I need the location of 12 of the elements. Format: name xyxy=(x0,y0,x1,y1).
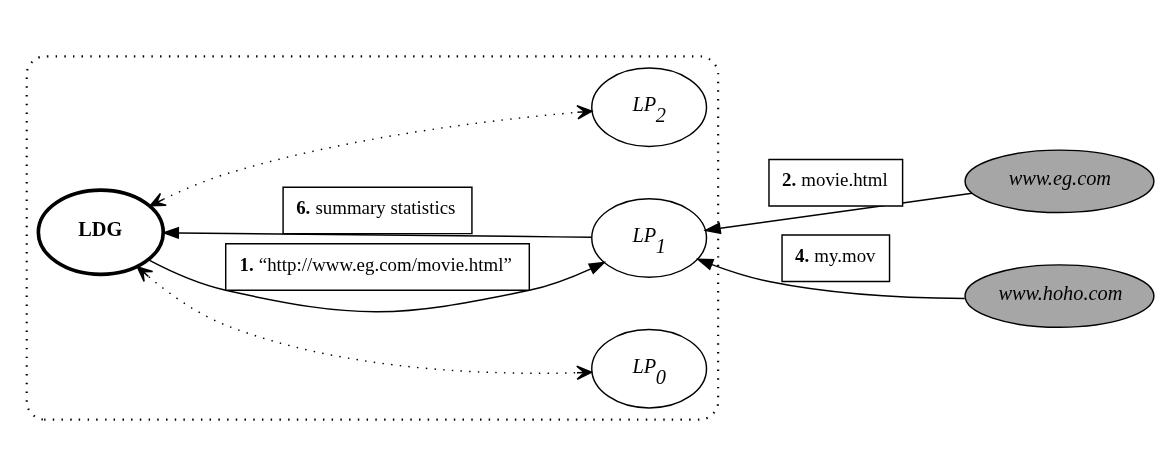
arrow xyxy=(136,266,593,380)
node-ellipse: www.eg.com xyxy=(964,149,1155,214)
edge-label: 6. summary statistics xyxy=(296,196,456,218)
arrow xyxy=(695,258,966,300)
arrow xyxy=(149,105,593,207)
edge-label: 1. “http://www.eg.com/movie.html” xyxy=(239,253,512,275)
node-ellipse: www.hoho.com xyxy=(964,264,1155,329)
edge-label: 4. my.mov xyxy=(795,244,876,266)
arrow xyxy=(147,259,607,313)
arrow xyxy=(703,192,973,235)
arrow xyxy=(161,226,593,240)
edge-label: 2. movie.html xyxy=(782,169,888,191)
